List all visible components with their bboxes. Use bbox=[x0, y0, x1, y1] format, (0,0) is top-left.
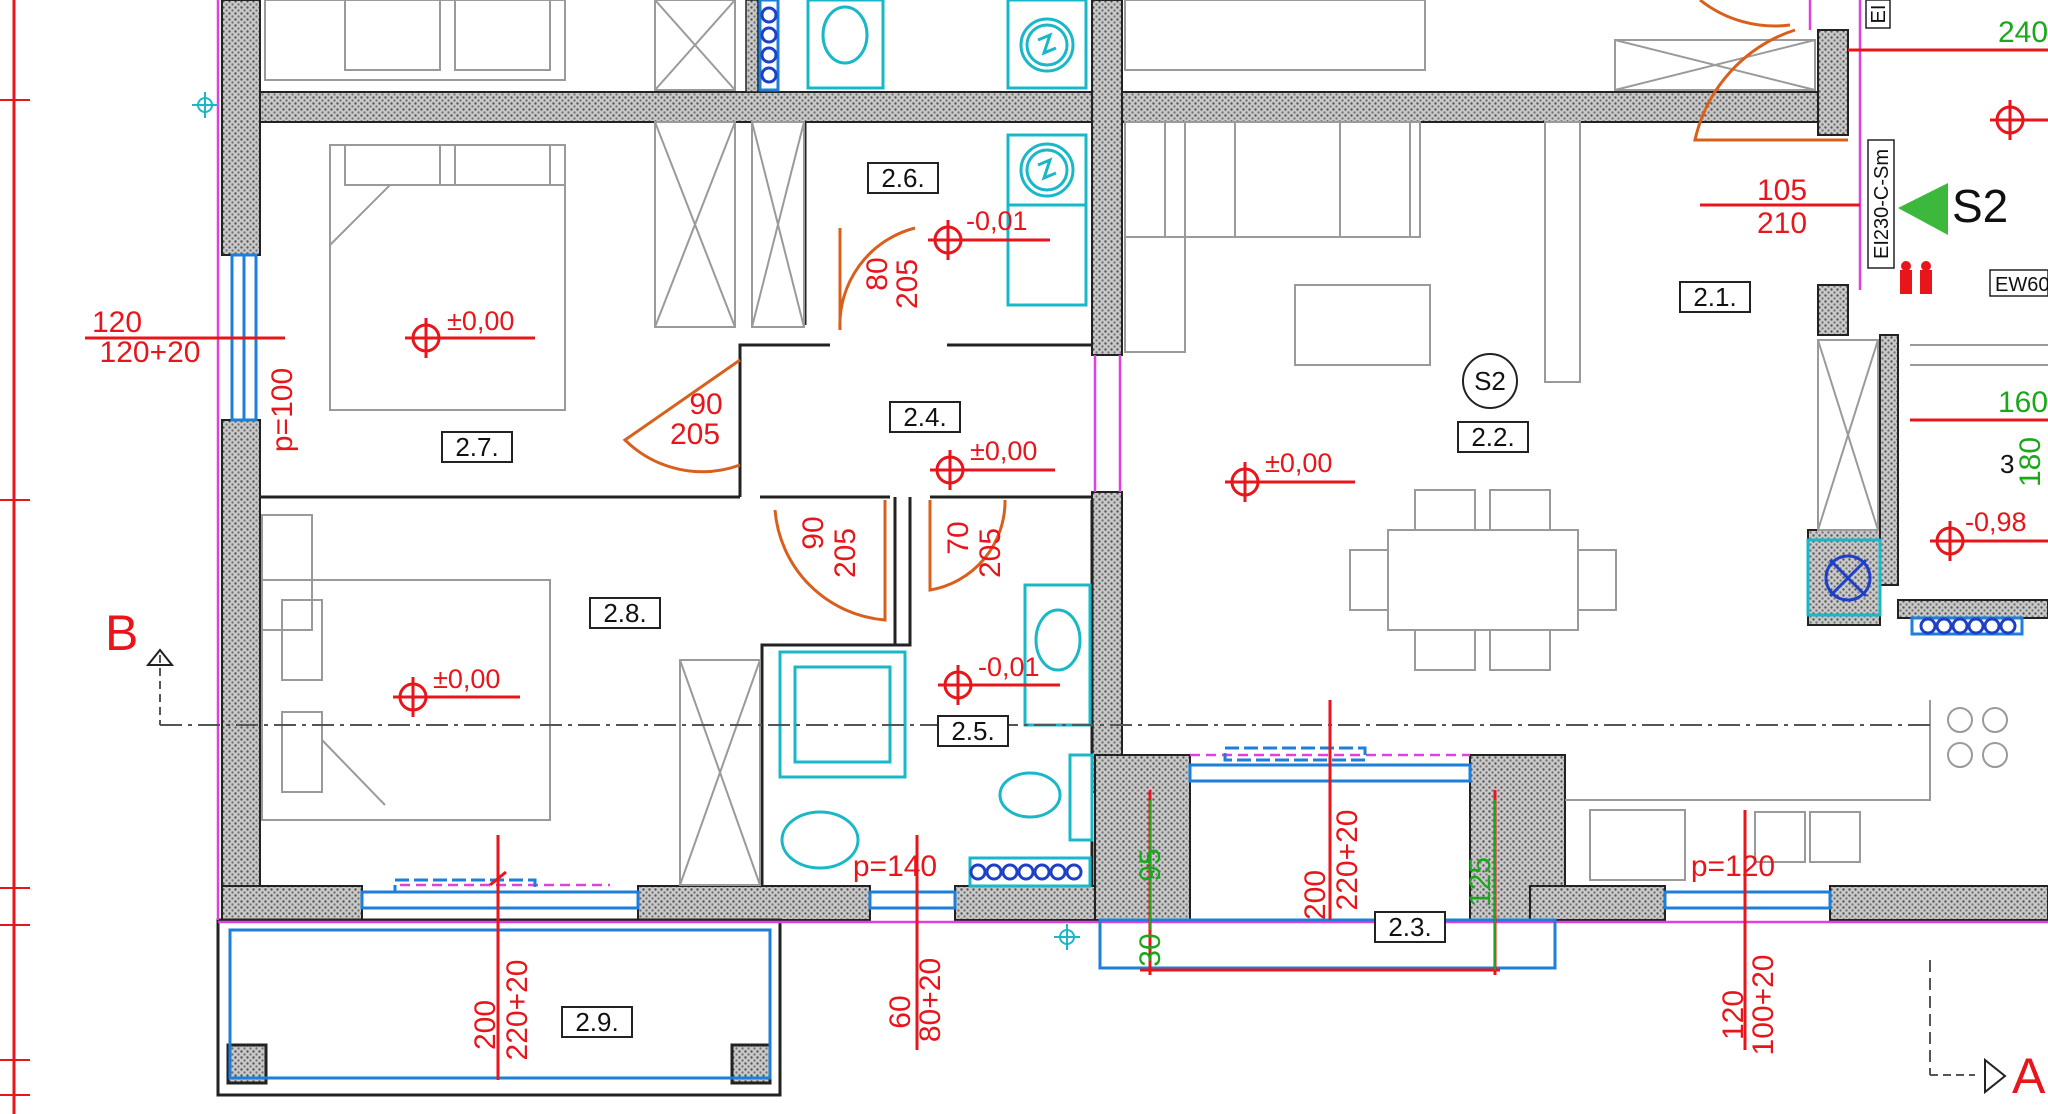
svg-text:EI: EI bbox=[1868, 5, 1890, 24]
room-tag-2-5: 2.5. bbox=[937, 715, 1009, 747]
room-tags: 2.1. 2.2. 2.3. 2.4. 2.5. 2.6. 2.7. 2.8. … bbox=[441, 162, 1751, 1038]
doors-shapes bbox=[622, 0, 1848, 622]
svg-text:120+20: 120+20 bbox=[100, 336, 201, 369]
svg-text:S2: S2 bbox=[1474, 366, 1506, 396]
fire-extinguisher-icon bbox=[1900, 261, 1932, 294]
svg-text:2.4.: 2.4. bbox=[903, 402, 946, 432]
green-dimension-lines bbox=[1149, 800, 1496, 970]
svg-text:-0,98: -0,98 bbox=[1965, 507, 2027, 537]
svg-text:EW60: EW60 bbox=[1995, 274, 2048, 296]
crosshair-icon bbox=[192, 92, 1080, 950]
room-tag-2-9: 2.9. bbox=[561, 1006, 633, 1038]
svg-text:2.1.: 2.1. bbox=[1693, 282, 1736, 312]
svg-text:105: 105 bbox=[1757, 174, 1807, 207]
svg-text:80: 80 bbox=[861, 257, 894, 290]
furniture bbox=[261, 0, 2048, 886]
svg-text:90: 90 bbox=[689, 388, 722, 421]
room-tag-2-3: 2.3. bbox=[1374, 911, 1446, 943]
room-tag-2-4: 2.4. bbox=[889, 401, 961, 433]
svg-text:160: 160 bbox=[1998, 386, 2048, 419]
svg-text:70: 70 bbox=[942, 521, 975, 554]
svg-text:90: 90 bbox=[797, 516, 830, 549]
ew-label: EW60 bbox=[1989, 269, 2048, 297]
room-tag-2-1: 2.1. bbox=[1679, 281, 1751, 313]
svg-text:120: 120 bbox=[92, 306, 142, 339]
left-dimension-line bbox=[0, 0, 30, 1114]
svg-text:95: 95 bbox=[1134, 848, 1167, 881]
svg-text:A: A bbox=[2012, 1048, 2046, 1104]
level-markers bbox=[393, 100, 2048, 717]
svg-text:2.3.: 2.3. bbox=[1388, 912, 1431, 942]
svg-text:30: 30 bbox=[1134, 933, 1167, 966]
svg-text:200: 200 bbox=[469, 1000, 502, 1050]
svg-text:60: 60 bbox=[884, 995, 917, 1028]
green-dimensions: 95 30 125 240 160 180 bbox=[1134, 16, 2048, 967]
svg-text:220+20: 220+20 bbox=[501, 960, 534, 1061]
svg-text:210: 210 bbox=[1757, 207, 1807, 240]
svg-text:2.8.: 2.8. bbox=[603, 598, 646, 628]
walls bbox=[216, 0, 2048, 1097]
svg-text:205: 205 bbox=[891, 259, 924, 309]
svg-text:100+20: 100+20 bbox=[1747, 955, 1780, 1056]
room-tag-2-6: 2.6. bbox=[867, 162, 939, 194]
svg-text:2.2.: 2.2. bbox=[1471, 422, 1514, 452]
window-dimensions: 120 120+20 p=100 200 220+20 60 80+20 p=1… bbox=[92, 306, 1780, 1060]
svg-text:2.9.: 2.9. bbox=[575, 1007, 618, 1037]
room-tag-2-8: 2.8. bbox=[589, 597, 661, 629]
svg-text:120: 120 bbox=[1717, 990, 1750, 1040]
svg-text:180: 180 bbox=[2014, 437, 2047, 487]
svg-text:205: 205 bbox=[974, 528, 1007, 578]
blue-symbols bbox=[760, 6, 2017, 881]
partitions bbox=[260, 122, 1094, 886]
svg-text:S2: S2 bbox=[1952, 180, 2008, 232]
svg-text:200: 200 bbox=[1299, 870, 1332, 920]
level-texts: ±0,00 -0,01 ±0,00 ±0,00 ±0,00 -0,01 -0,9… bbox=[433, 206, 2027, 694]
svg-text:-0,01: -0,01 bbox=[966, 206, 1028, 236]
svg-text:p=100: p=100 bbox=[266, 368, 299, 452]
svg-text:205: 205 bbox=[829, 528, 862, 578]
svg-text:220+20: 220+20 bbox=[1331, 810, 1364, 911]
room-tag-2-2: 2.2. bbox=[1457, 421, 1529, 453]
svg-text:B: B bbox=[105, 605, 138, 661]
svg-text:p=140: p=140 bbox=[853, 850, 937, 883]
svg-text:205: 205 bbox=[670, 418, 720, 451]
section-markers: B A S2 S2 bbox=[105, 180, 2046, 1104]
electric-panel-icon bbox=[1025, 23, 1069, 192]
svg-text:80+20: 80+20 bbox=[914, 958, 947, 1042]
edge-label-three: 3 bbox=[2000, 449, 2014, 479]
svg-text:2.6.: 2.6. bbox=[881, 163, 924, 193]
svg-text:-0,01: -0,01 bbox=[978, 652, 1040, 682]
svg-text:±0,00: ±0,00 bbox=[970, 436, 1037, 466]
svg-text:125: 125 bbox=[1464, 857, 1497, 907]
svg-text:EI230-C-Sm: EI230-C-Sm bbox=[1871, 149, 1893, 259]
svg-text:2.5.: 2.5. bbox=[951, 716, 994, 746]
wall-label: EI230-C-Sm EI bbox=[1865, 0, 1895, 269]
room-tag-2-7: 2.7. bbox=[441, 431, 513, 463]
svg-text:±0,00: ±0,00 bbox=[447, 306, 514, 336]
svg-text:±0,00: ±0,00 bbox=[1265, 448, 1332, 478]
door-dimensions: 105 210 80 205 90 205 90 205 70 205 bbox=[670, 174, 1807, 578]
svg-text:p=120: p=120 bbox=[1691, 850, 1775, 883]
sanitary-fixtures bbox=[778, 0, 1882, 888]
svg-text:240: 240 bbox=[1998, 16, 2048, 49]
magenta-lines bbox=[216, 0, 2048, 924]
svg-text:2.7.: 2.7. bbox=[455, 432, 498, 462]
section-line-b bbox=[145, 648, 2007, 1095]
svg-text:±0,00: ±0,00 bbox=[433, 664, 500, 694]
